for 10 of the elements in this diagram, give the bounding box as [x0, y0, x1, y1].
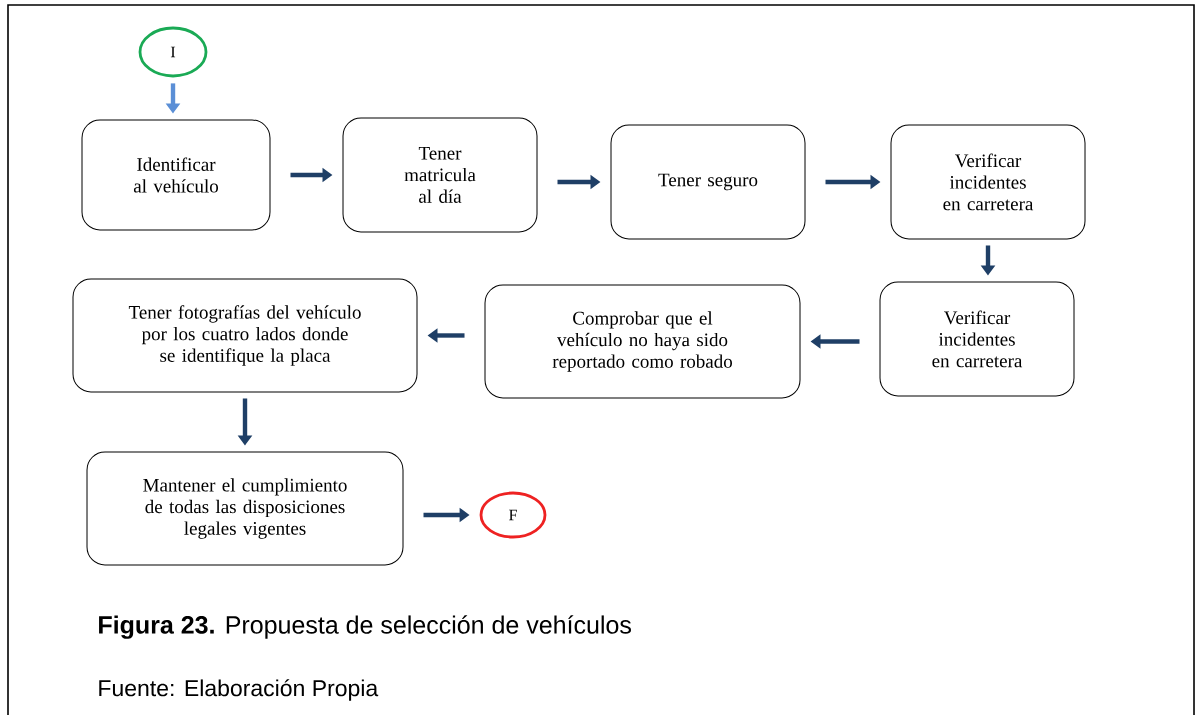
- process-box: Verificar incidentes en carretera: [879, 281, 1075, 397]
- process-box: Tener seguro: [610, 124, 806, 240]
- source-note: Fuente: Elaboración Propia: [99, 679, 379, 701]
- process-box: Verificar incidentes en carretera: [890, 124, 1086, 240]
- process-box: Identificar al vehículo: [81, 119, 271, 231]
- process-box: Mantener el cumplimiento de todas las disposiciones legales vigentes: [86, 451, 404, 566]
- figure-caption: Figura 23. Propuesta de selección de vehículos: [99, 615, 631, 639]
- process-box: Tener fotografías del vehículo por los cuatro lados donde se identifique la placa: [72, 278, 418, 393]
- process-box: Tener matricula al día: [342, 117, 538, 233]
- process-box: Comprobar que el vehículo no haya sido reportado como robado: [484, 284, 801, 399]
